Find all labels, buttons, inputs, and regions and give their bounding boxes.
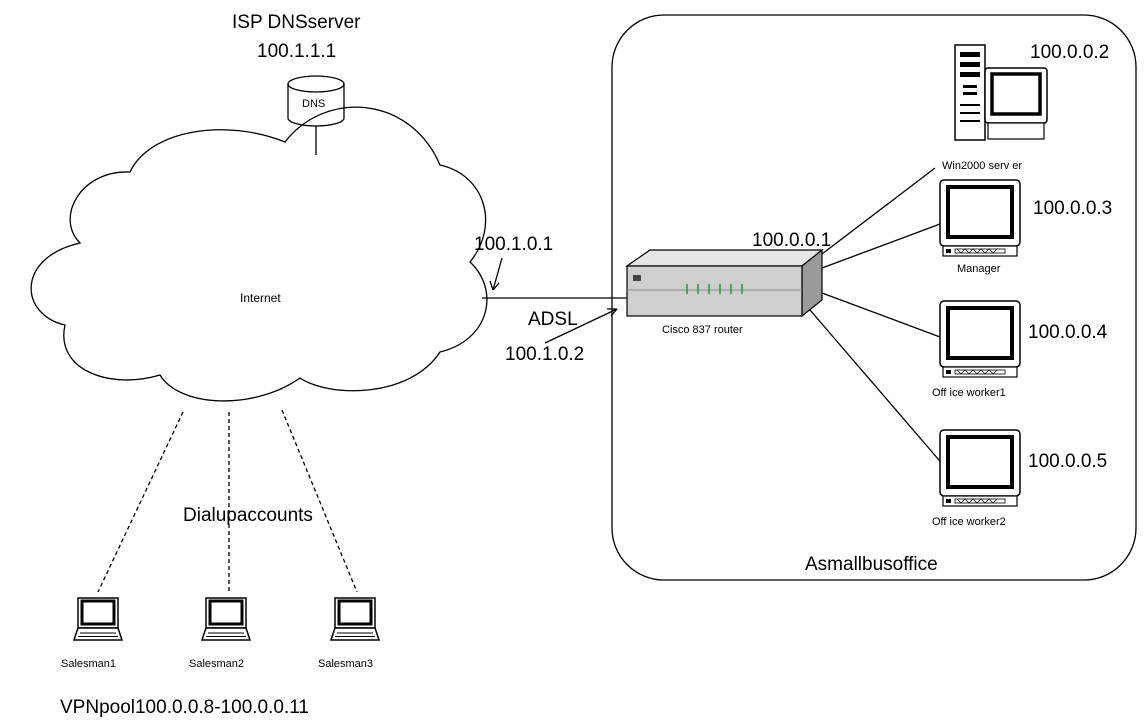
salesman-name: Salesman2 (189, 658, 244, 670)
isp-ip-pointer (492, 257, 503, 291)
host-ip: 100.0.0.2 (1030, 42, 1109, 63)
link-office-worker1 (821, 292, 941, 338)
router-icon (625, 248, 824, 318)
host-name: Win2000 serv er (942, 160, 1022, 172)
adsl-label: ADSL (528, 309, 578, 330)
crt-monitor-icon (938, 428, 1022, 508)
salesman-name: Salesman1 (61, 658, 116, 670)
wan-ip-pointer (544, 308, 618, 344)
host-name: Off ice worker1 (932, 387, 1006, 399)
cisco-router: Cisco 837 router 100.0.0.1 (625, 230, 831, 336)
host-ip: 100.0.0.4 (1028, 322, 1108, 343)
office-worker2-pc: Off ice worker2 100.0.0.5 (932, 428, 1107, 528)
salesman-name: Salesman3 (318, 658, 373, 670)
salesman2-laptop: Salesman2 (189, 596, 252, 670)
laptop-icon (200, 596, 252, 642)
laptop-icon (329, 596, 381, 642)
internet-label: Internet (240, 291, 281, 305)
internet-cloud: Internet (30, 106, 488, 402)
salesman1-laptop: Salesman1 (61, 596, 124, 670)
dialup-link-salesman3 (281, 409, 358, 593)
router-lan-ip: 100.0.0.1 (752, 230, 831, 251)
vpn-pool-label: VPNpool100.0.0.8-100.0.0.11 (60, 697, 309, 718)
link-server (821, 167, 936, 255)
office-label: Asmallbusoffice (805, 554, 938, 575)
manager-pc: Manager 100.0.0.3 (938, 178, 1112, 275)
dns-label: DNS (302, 98, 325, 110)
dialup-label: Dialupaccounts (183, 505, 313, 526)
crt-monitor-icon (984, 67, 1048, 140)
host-ip: 100.0.0.3 (1033, 198, 1112, 219)
crt-monitor-icon (938, 299, 1022, 379)
host-name: Manager (957, 263, 1001, 275)
laptop-icon (72, 596, 124, 642)
host-name: Off ice worker2 (932, 516, 1006, 528)
link-office-worker2 (809, 309, 946, 468)
win2000-server: Win2000 serv er 100.0.0.2 (942, 42, 1109, 172)
office-worker1-pc: Off ice worker1 100.0.0.4 (932, 299, 1108, 399)
server-tower-icon (954, 44, 986, 141)
office-boundary (611, 14, 1137, 581)
router-label: Cisco 837 router (662, 324, 743, 336)
lan-links (809, 167, 946, 468)
dialup-link-salesman1 (97, 411, 184, 593)
arrow-icon (489, 280, 500, 291)
isp-ip: 100.1.0.1 (474, 234, 553, 255)
dns-title: ISP DNSserver (232, 12, 361, 33)
cloud-icon (30, 106, 488, 402)
salesman3-laptop: Salesman3 (318, 596, 381, 670)
crt-monitor-icon (938, 178, 1022, 258)
link-manager (821, 223, 941, 269)
router-wan-ip: 100.1.0.2 (505, 344, 584, 365)
dns-ip: 100.1.1.1 (257, 41, 336, 62)
office-area: Asmallbusoffice (611, 14, 1137, 581)
dialup-links: Dialupaccounts (97, 409, 358, 593)
wan-link: 100.1.0.1 ADSL 100.1.0.2 (474, 234, 633, 365)
dns-server: ISP DNSserver 100.1.1.1 DNS (232, 12, 361, 155)
host-ip: 100.0.0.5 (1028, 451, 1107, 472)
